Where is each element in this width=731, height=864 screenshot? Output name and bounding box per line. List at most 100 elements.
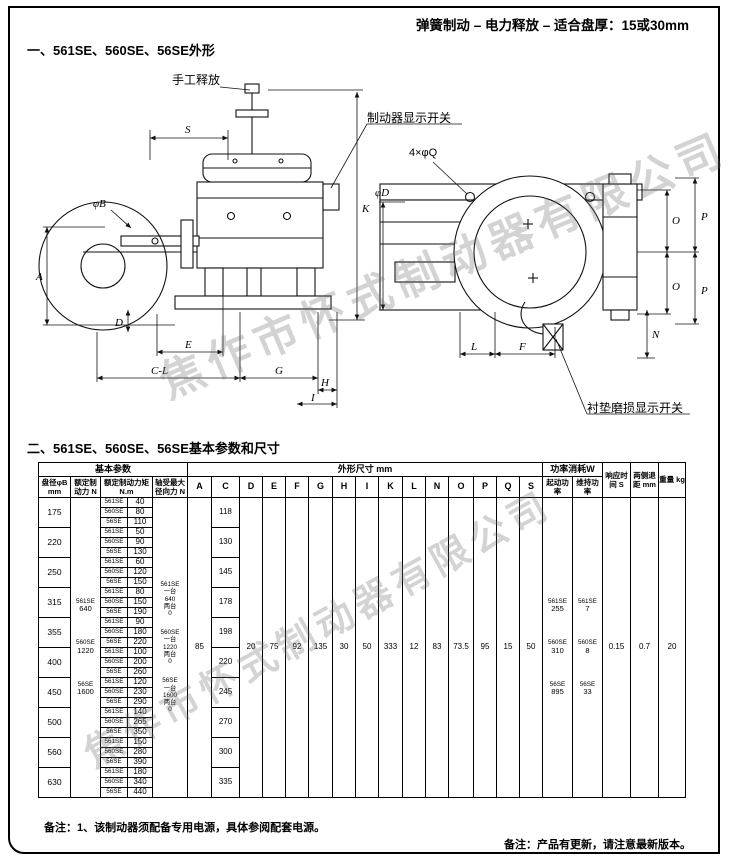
torque-cell: 180 <box>127 626 153 638</box>
model-cell: 560SE <box>100 596 128 608</box>
dim-G-cell: 135 <box>308 496 333 798</box>
brake-linkage <box>83 219 200 269</box>
dim-C-cell: 198 <box>211 616 240 648</box>
torque-cell: 440 <box>127 786 153 798</box>
dim-C-cell: 178 <box>211 586 240 618</box>
section-1-heading: 一、561SE、560SE、56SE外形 <box>27 43 215 58</box>
diameter-cell: 315 <box>38 586 71 618</box>
header-start-power: 起动功率 <box>542 475 573 498</box>
diameter-cell: 220 <box>38 526 71 558</box>
dim-H-cell: 30 <box>332 496 356 798</box>
page-border <box>8 6 720 854</box>
section-2-heading: 二、561SE、560SE、56SE基本参数和尺寸 <box>27 441 280 456</box>
outline-drawings: S K A D E C-L G H I φB <box>0 62 731 440</box>
dim-label-p-bottom: P <box>700 285 708 297</box>
header-dim-Q: Q <box>496 475 520 498</box>
torque-cell: 350 <box>127 726 153 738</box>
model-cell: 560SE <box>100 746 128 758</box>
header-dim-G: G <box>308 475 333 498</box>
manual-release-rod <box>235 83 269 156</box>
display-switch-box <box>322 183 340 211</box>
diameter-cell: 250 <box>38 556 71 588</box>
header-outline-dims: 外形尺寸 mm <box>187 462 543 477</box>
model-cell: 561SE <box>100 736 128 748</box>
diameter-cell: 450 <box>38 676 71 708</box>
coil-circle <box>453 175 607 329</box>
model-cell: 561SE <box>100 676 128 688</box>
torque-cell: 200 <box>127 656 153 668</box>
bolt-pattern-label: 4×φQ <box>409 147 438 159</box>
dim-label-n: N <box>651 329 660 341</box>
model-cell: 561SE <box>100 706 128 718</box>
torque-cell: 280 <box>127 746 153 758</box>
manual-release-label: 手工释放 <box>172 73 221 87</box>
dim-A-cell: 85 <box>187 496 212 798</box>
torque-cell: 180 <box>127 766 153 778</box>
header-dim-A: A <box>187 475 212 498</box>
torque-cell: 100 <box>127 646 153 658</box>
model-cell: 560SE <box>100 686 128 698</box>
torque-cell: 110 <box>127 516 153 528</box>
footnote-left: 备注：1、该制动器须配备专用电源，具体参阅配套电源。 <box>44 822 326 834</box>
model-cell: 561SE <box>100 556 128 568</box>
torque-cell: 150 <box>127 596 153 608</box>
torque-cell: 120 <box>127 676 153 688</box>
dim-C-cell: 300 <box>211 736 240 768</box>
dim-label-f: F <box>518 341 526 353</box>
header-disc-diameter: 盘径φB mm <box>38 475 71 498</box>
dim-S-cell: 50 <box>519 496 543 798</box>
dimension-labels-right: φD O O P P L F N <box>375 187 708 353</box>
dim-label-o-bottom: O <box>672 281 680 293</box>
model-cell: 561SE <box>100 616 128 628</box>
torque-cell: 150 <box>127 576 153 588</box>
dim-C-cell: 220 <box>211 646 240 678</box>
dim-label-d: D <box>114 317 123 329</box>
dimension-lines-left <box>43 89 365 408</box>
dim-L-cell: 12 <box>402 496 426 798</box>
dim-label-s: S <box>185 124 191 136</box>
model-cell: 56SE <box>100 666 128 678</box>
dim-label-i: I <box>310 392 316 404</box>
header-dim-P: P <box>473 475 497 498</box>
diameter-cell: 175 <box>38 496 71 528</box>
response-cell: 0.15 <box>602 496 631 798</box>
torque-cell: 50 <box>127 526 153 538</box>
dim-label-h: H <box>320 377 330 389</box>
dim-D-cell: 20 <box>239 496 263 798</box>
dim-F-cell: 92 <box>285 496 309 798</box>
dim-C-cell: 145 <box>211 556 240 588</box>
torque-cell: 120 <box>127 566 153 578</box>
right-drawing-svg: φD O O P P L F N <box>375 173 708 359</box>
model-cell: 560SE <box>100 776 128 788</box>
torque-cell: 390 <box>127 756 153 768</box>
dim-P-cell: 95 <box>473 496 497 798</box>
model-cell: 560SE <box>100 716 128 728</box>
torque-cell: 290 <box>127 696 153 708</box>
dimension-lines-right <box>379 177 699 359</box>
dim-label-o-top: O <box>672 215 680 227</box>
torque-cell: 40 <box>127 496 153 508</box>
model-cell: 56SE <box>100 696 128 708</box>
dim-C-cell: 270 <box>211 706 240 738</box>
model-cell: 56SE <box>100 516 128 528</box>
dim-label-k: K <box>361 203 370 215</box>
torque-cell: 80 <box>127 586 153 598</box>
torque-cell: 140 <box>127 706 153 718</box>
torque-cell: 80 <box>127 506 153 518</box>
torque-cell: 340 <box>127 776 153 788</box>
header-dim-K: K <box>378 475 403 498</box>
diameter-cell: 500 <box>38 706 71 738</box>
model-cell: 56SE <box>100 756 128 768</box>
header-dim-L: L <box>402 475 426 498</box>
